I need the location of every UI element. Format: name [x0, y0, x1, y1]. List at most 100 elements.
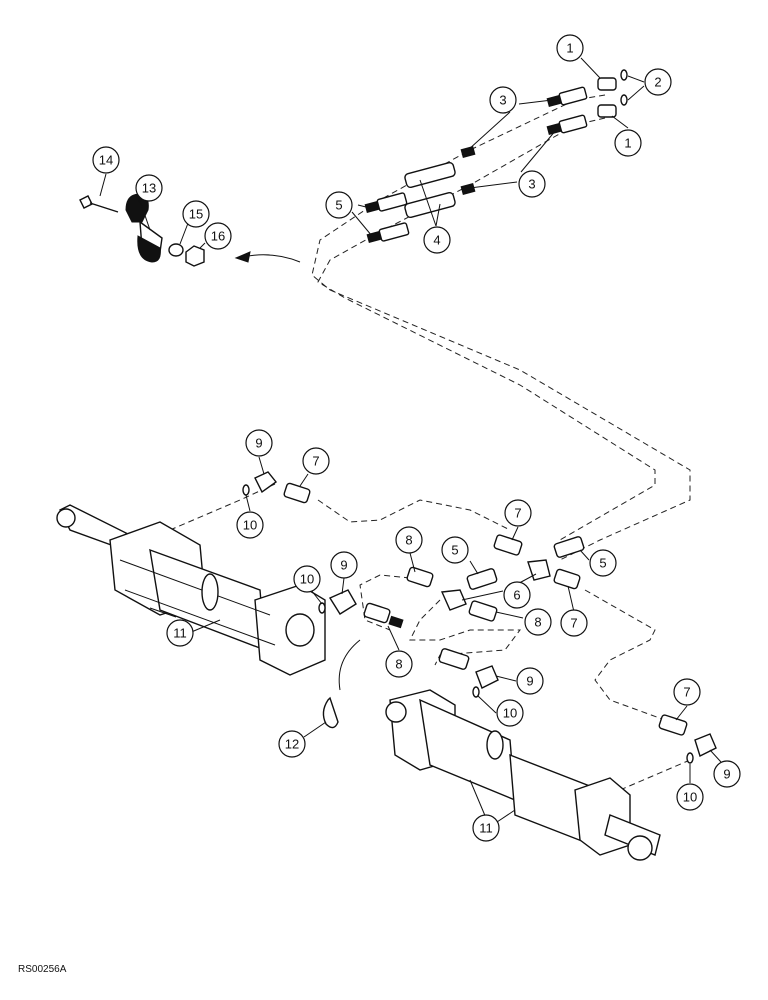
hose-end-part-5-middle	[466, 568, 498, 590]
left-cylinder-tierod-2	[124, 589, 276, 646]
callout-5-upper-label: 5	[335, 198, 342, 213]
callout-4-label: 4	[433, 233, 440, 248]
leader-11a2	[188, 619, 221, 634]
callout-11-right: 11	[472, 814, 500, 842]
leader-11b2	[496, 809, 516, 823]
clamp-part-13-lower	[137, 235, 161, 263]
adapter-part-8-middle	[363, 602, 391, 624]
leader-7a	[299, 473, 309, 487]
left-cylinder-tierod-1	[119, 559, 271, 616]
callout-6: 6	[503, 581, 531, 609]
fitting-part-1-upper	[597, 77, 617, 91]
hose-end-part-3-b	[558, 114, 588, 134]
callout-15-label: 15	[189, 207, 203, 222]
callout-10-lower: 10	[496, 699, 524, 727]
hose-crimp-part-3-d	[460, 182, 476, 196]
leader-4b	[435, 203, 441, 227]
coupler-part-4-b	[404, 191, 456, 219]
figure-reference: RS00256A	[18, 964, 67, 975]
leader-5c	[579, 549, 590, 561]
oring-part-2-upper	[620, 69, 628, 81]
callout-10-upper: 10	[236, 511, 264, 539]
oring-part-2-lower	[620, 94, 628, 106]
leader-11a1	[149, 607, 177, 618]
leader-9b	[341, 577, 345, 595]
leader-8a	[409, 552, 416, 573]
callout-10-middle: 10	[293, 565, 321, 593]
callout-9-lower-label: 9	[526, 674, 533, 689]
callout-11-left-label: 11	[173, 626, 187, 641]
callout-5-right-label: 5	[599, 556, 606, 571]
lynch-pin	[322, 696, 339, 729]
callout-11-left: 11	[166, 619, 194, 647]
oring-part-10-middle	[318, 602, 326, 614]
hose-left-cylinder	[169, 483, 511, 531]
callout-10-lower-label: 10	[503, 706, 517, 721]
hose-crimp-part-3-a	[546, 94, 562, 108]
callout-12: 12	[278, 730, 306, 758]
callout-5-middle: 5	[441, 536, 469, 564]
hose-crimp-part-3-b	[546, 122, 562, 136]
callout-14-label: 14	[99, 153, 113, 168]
hose-end-part-5-right	[553, 536, 585, 558]
tee-part-6-left	[440, 589, 467, 611]
leader-4a	[419, 179, 437, 227]
callout-16-label: 16	[211, 229, 225, 244]
callout-15: 15	[182, 200, 210, 228]
right-cylinder-eye	[385, 701, 407, 723]
callout-9-right-label: 9	[723, 767, 730, 782]
right-cylinder-rear-head	[574, 777, 631, 856]
right-cylinder-bore	[486, 730, 504, 760]
callout-8-upper: 8	[395, 526, 423, 554]
callout-1-lower-label: 1	[624, 136, 631, 151]
coupler-part-4-a	[404, 161, 456, 189]
callout-3-upper-label: 3	[499, 93, 506, 108]
right-cylinder-rod-eye	[627, 835, 653, 861]
elbow-part-9-middle	[328, 589, 357, 615]
leader-1a	[580, 57, 601, 79]
callout-8-middle: 8	[524, 608, 552, 636]
clamp-arrowhead	[234, 251, 251, 263]
leader-12	[303, 721, 327, 738]
hose-upper-b	[317, 117, 656, 541]
leader-8c	[387, 625, 400, 651]
top-fitting-group	[364, 69, 628, 244]
callout-7-lower-label: 7	[570, 616, 577, 631]
left-cylinder	[56, 504, 326, 676]
leader-10b	[310, 589, 323, 605]
leader-3b1	[469, 181, 518, 189]
callout-11-right-label: 11	[479, 821, 493, 836]
oring-part-10-lower	[472, 686, 480, 698]
hose-end-part-3-a	[558, 86, 588, 106]
leader-3a1	[518, 99, 553, 105]
callout-2-label: 2	[654, 75, 661, 90]
elbow-part-9-upper	[254, 471, 278, 494]
callout-9-right: 9	[713, 760, 741, 788]
clamp-assembly	[79, 193, 301, 267]
callout-3-lower: 3	[518, 170, 546, 198]
callout-7-right: 7	[673, 678, 701, 706]
leader-5a2	[351, 211, 373, 237]
callout-10-upper-label: 10	[243, 518, 257, 533]
hose-end-part-5-b	[378, 222, 410, 242]
callout-10-right: 10	[676, 783, 704, 811]
callout-14: 14	[92, 146, 120, 174]
callout-1-lower: 1	[614, 129, 642, 157]
adapter-part-7-middle	[493, 534, 523, 556]
callout-1-top-label: 1	[566, 41, 573, 56]
callout-6-label: 6	[513, 588, 520, 603]
leader-13b	[138, 197, 151, 231]
callout-3-lower-label: 3	[528, 177, 535, 192]
callout-8-lower: 8	[385, 650, 413, 678]
leader-7c	[567, 585, 575, 613]
adapter-part-7-right	[658, 714, 688, 736]
callout-3-upper: 3	[489, 86, 517, 114]
callout-16: 16	[204, 222, 232, 250]
callout-10-right-label: 10	[683, 790, 697, 805]
callouts: 1 2 1 3 3 5 4 14 13 15 16 9 7 10 7 8 5 5…	[92, 34, 741, 842]
callout-9-middle: 9	[330, 551, 358, 579]
hose-end-part-5-a	[376, 192, 408, 212]
leader-10a	[245, 494, 251, 512]
leader-16	[199, 242, 206, 249]
